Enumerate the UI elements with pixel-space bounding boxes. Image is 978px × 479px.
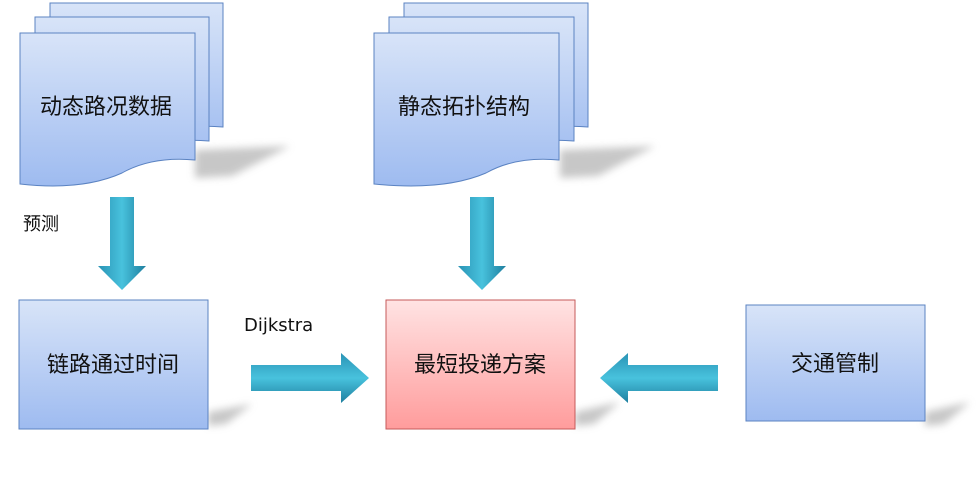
node-static-topology: 静态拓扑结构 (373, 2, 589, 187)
node-label: 静态拓扑结构 (398, 95, 530, 120)
edge-label-dijkstra: Dijkstra (244, 315, 313, 336)
doc-page-front (19, 32, 196, 187)
node-dynamic-traffic: 动态路况数据 (19, 2, 224, 187)
node-label: 交通管制 (791, 352, 879, 377)
result-box (385, 299, 576, 430)
process-box (745, 304, 926, 422)
doc-page-front (373, 32, 560, 187)
node-link-time: 链路通过时间 (18, 299, 209, 430)
shadows (195, 146, 970, 426)
arrow-left-control (600, 353, 718, 403)
node-label: 动态路况数据 (40, 95, 172, 120)
process-box (18, 299, 209, 430)
node-traffic-control: 交通管制 (745, 304, 926, 422)
arrow-right-dijkstra (251, 353, 369, 403)
node-label: 链路通过时间 (47, 353, 179, 378)
node-label: 最短投递方案 (414, 353, 546, 378)
arrow-down-center (458, 197, 506, 290)
node-shortest-plan: 最短投递方案 (385, 299, 576, 430)
edge-label-predict: 预测 (23, 214, 59, 235)
arrow-down-left (98, 197, 146, 290)
